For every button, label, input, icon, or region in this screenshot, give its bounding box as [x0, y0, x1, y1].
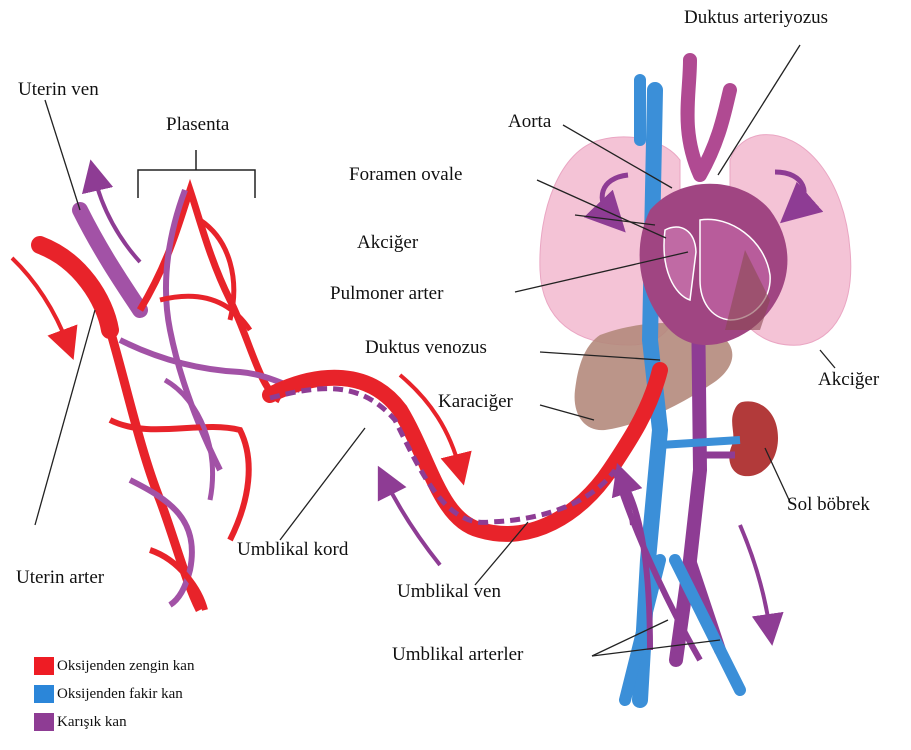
- umbilical-cord: [270, 370, 700, 660]
- label-umblikal-kord: Umblikal kord: [237, 540, 348, 559]
- label-duktus-arteriyozus: Duktus arteriyozus: [684, 8, 828, 27]
- legend-item-oxygen-rich: Oksijenden zengin kan: [34, 657, 194, 675]
- label-umblikal-ven: Umblikal ven: [397, 582, 501, 601]
- legend-item-oxygen-poor: Oksijenden fakir kan: [34, 685, 183, 703]
- label-sol-bobrek: Sol böbrek: [787, 495, 870, 514]
- label-uterin-arter: Uterin arter: [16, 568, 104, 587]
- label-duktus-venozus: Duktus venozus: [365, 338, 487, 357]
- legend-item-mixed: Karışık kan: [34, 713, 127, 731]
- legend-label: Karışık kan: [57, 714, 127, 731]
- legend-label: Oksijenden zengin kan: [57, 658, 194, 675]
- legend-swatch: [34, 657, 54, 675]
- label-karaciger: Karaciğer: [438, 392, 513, 411]
- legend-swatch: [34, 685, 54, 703]
- label-foramen-ovale: Foramen ovale: [349, 165, 462, 184]
- label-pulmoner-arter: Pulmoner arter: [330, 284, 443, 303]
- legend-label: Oksijenden fakir kan: [57, 686, 183, 703]
- label-uterin-ven: Uterin ven: [18, 80, 99, 99]
- label-akciger-right: Akciğer: [818, 370, 879, 389]
- label-umblikal-arterler: Umblikal arterler: [392, 645, 523, 664]
- label-aorta: Aorta: [508, 112, 551, 131]
- label-plasenta: Plasenta: [166, 115, 229, 134]
- label-akciger-left: Akciğer: [357, 233, 418, 252]
- legend-swatch: [34, 713, 54, 731]
- placenta-bracket: [138, 150, 255, 198]
